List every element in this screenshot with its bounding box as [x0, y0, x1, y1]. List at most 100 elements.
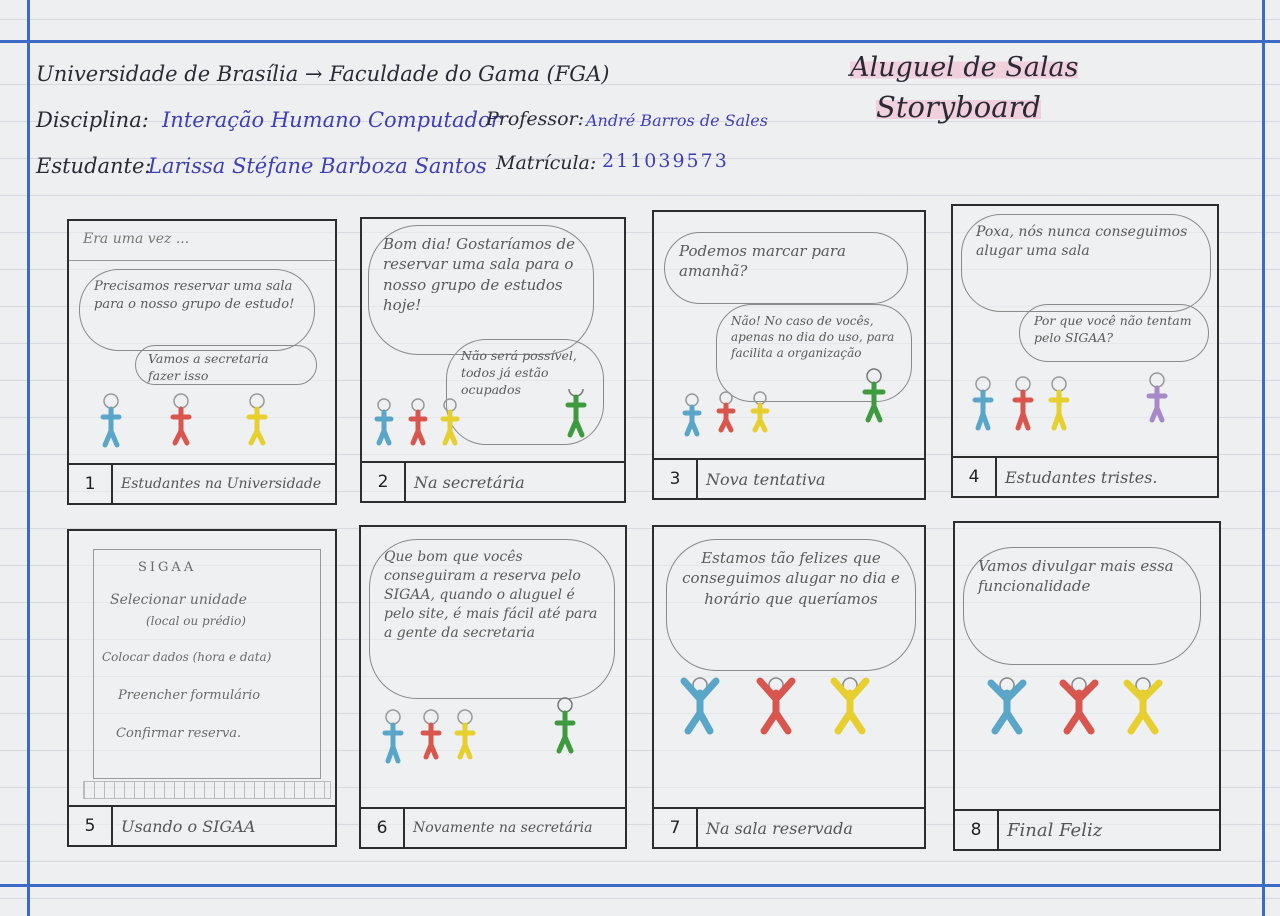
panel-2-caption-text: Na secretária [414, 472, 525, 492]
panel-7-caption-text: Na sala reservada [706, 818, 853, 838]
panel-3-caption-text: Nova tentativa [706, 469, 826, 489]
step-confirm: Confirmar reserva. [116, 726, 242, 741]
student-yellow [440, 398, 460, 446]
panel-6-caption: 6 Novamente na secretária [361, 807, 625, 847]
panel-2-bubble-1: Bom dia! Gostaríamos de reservar uma sal… [368, 225, 594, 355]
panel-5: SIGAA Selecionar unidade (local ou prédi… [67, 529, 337, 847]
student-yellow [830, 677, 870, 735]
panel-4-caption: 4 Estudantes tristes. [953, 456, 1217, 496]
panel-4-caption-text: Estudantes tristes. [1005, 467, 1158, 487]
panel-7-bubble-1: Estamos tão felizes que conseguimos alug… [666, 539, 916, 671]
panel-6-characters [382, 697, 576, 764]
panel-2: Bom dia! Gostaríamos de reservar uma sal… [360, 217, 626, 503]
panel-1-caption: 1 Estudantes na Universidade [69, 463, 335, 503]
panel-8-students-celebrating [987, 677, 1163, 735]
panel-4-bubble-2: Por que você não tentam pelo SIGAA? [1019, 304, 1209, 362]
step-fill-form: Preencher formulário [118, 688, 261, 703]
sigaa-steps: SIGAA Selecionar unidade (local ou prédi… [94, 550, 322, 780]
secretary-green [862, 368, 886, 423]
panel-3-characters [682, 368, 886, 437]
student-blue [100, 393, 122, 448]
panel-7-caption: 7 Na sala reservada [654, 807, 924, 847]
step-enter-data: Colocar dados (hora e data) [102, 650, 272, 664]
panel-5-number: 5 [69, 807, 113, 845]
student-blue [972, 376, 994, 431]
panel-4-characters [972, 372, 1168, 431]
panel-4-bubble-1: Poxa, nós nunca conseguimos alugar uma s… [961, 214, 1211, 312]
student-red [1059, 677, 1099, 735]
student-blue [682, 393, 702, 437]
student-red [756, 677, 796, 735]
panel-7: Estamos tão felizes que conseguimos alug… [652, 525, 926, 849]
discipline-label: Disciplina: [36, 108, 149, 132]
student-red [1012, 376, 1034, 431]
panel-3-bubble-2: Não! No caso de vocês, apenas no dia do … [716, 304, 912, 402]
university-line: Universidade de Brasília → Faculdade do … [36, 62, 610, 86]
computer-screen: SIGAA Selecionar unidade (local ou prédi… [93, 549, 321, 779]
discipline-value: Interação Humano Computador [162, 108, 501, 132]
panel-7-students-celebrating [680, 677, 870, 735]
student-yellow [1048, 376, 1070, 431]
panel-1-students [100, 393, 268, 448]
top-margin-line [0, 40, 1280, 43]
panel-2-characters [374, 389, 587, 446]
student-yellow [246, 393, 268, 446]
student-label: Estudante: [36, 154, 152, 178]
right-margin-line [1262, 0, 1265, 916]
student-yellow [750, 391, 770, 433]
panel-1-bubble-2: Vamos a secretaria fazer isso [135, 345, 317, 385]
panel-5-caption-text: Usando o SIGAA [121, 816, 256, 836]
bottom-margin-line [0, 884, 1280, 887]
secretary-green [565, 389, 587, 438]
student-yellow [1123, 677, 1163, 735]
panel-3: Podemos marcar para amanhã? Não! No caso… [652, 210, 926, 500]
panel-2-bubble-2: Não será possível, todos já estão ocupad… [446, 339, 604, 445]
panel-1-bubble-1: Precisamos reservar uma sala para o noss… [79, 269, 315, 351]
panel-8: Vamos divulgar mais essa funcionalidade … [953, 521, 1221, 851]
panel-5-caption: 5 Usando o SIGAA [69, 805, 335, 845]
student-red [420, 709, 442, 760]
panel-3-number: 3 [654, 460, 698, 498]
student-red [716, 391, 736, 433]
panel-1-number: 1 [69, 465, 113, 503]
panel-8-bubble-1: Vamos divulgar mais essa funcionalidade [963, 547, 1201, 665]
title-line-1: Aluguel de Salas [850, 52, 1079, 83]
student-red [408, 398, 428, 446]
panel-3-bubble-1: Podemos marcar para amanhã? [664, 232, 908, 304]
panel-2-caption: 2 Na secretária [362, 461, 624, 501]
student-blue [680, 677, 720, 735]
sigaa-screen-title: SIGAA [138, 560, 197, 575]
panel-1-caption-text: Estudantes na Universidade [121, 476, 322, 492]
student-red [170, 393, 192, 446]
professor-label: Professor: [486, 108, 585, 130]
storyboard-title: Aluguel de Salas [850, 52, 1079, 83]
student-blue [374, 398, 394, 446]
student-yellow [454, 709, 476, 760]
panel-4: Poxa, nós nunca conseguimos alugar uma s… [951, 204, 1219, 498]
secretary-green [554, 697, 576, 754]
panel-8-number: 8 [955, 811, 999, 849]
panel-6-caption-text: Novamente na secretária [413, 820, 593, 836]
panel-1-narration: Era uma vez ... [69, 221, 335, 261]
enrollment-value: 211039573 [602, 150, 729, 172]
professor-value: André Barros de Sales [586, 111, 768, 130]
keyboard [83, 781, 331, 799]
student-blue [987, 677, 1027, 735]
panel-6-number: 6 [361, 809, 405, 847]
panel-4-number: 4 [953, 458, 997, 496]
enrollment-label: Matrícula: [496, 152, 597, 174]
title-line-2: Storyboard [876, 90, 1041, 124]
student-value: Larissa Stéfane Barboza Santos [148, 154, 487, 178]
step-select-unit: Selecionar unidade [110, 592, 247, 608]
storyboard-subtitle: Storyboard [876, 90, 1041, 124]
student-blue [382, 709, 404, 764]
panel-8-caption: 8 Final Feliz [955, 809, 1219, 849]
panel-7-number: 7 [654, 809, 698, 847]
panel-6: Que bom que vocês conseguiram a reserva … [359, 525, 627, 849]
assistant-purple [1146, 372, 1168, 423]
panel-8-caption-text: Final Feliz [1007, 819, 1103, 841]
panel-1: Era uma vez ... Precisamos reservar uma … [67, 219, 337, 505]
panel-2-number: 2 [362, 463, 406, 501]
step-select-unit-note: (local ou prédio) [146, 614, 246, 628]
left-margin-line [27, 0, 30, 916]
